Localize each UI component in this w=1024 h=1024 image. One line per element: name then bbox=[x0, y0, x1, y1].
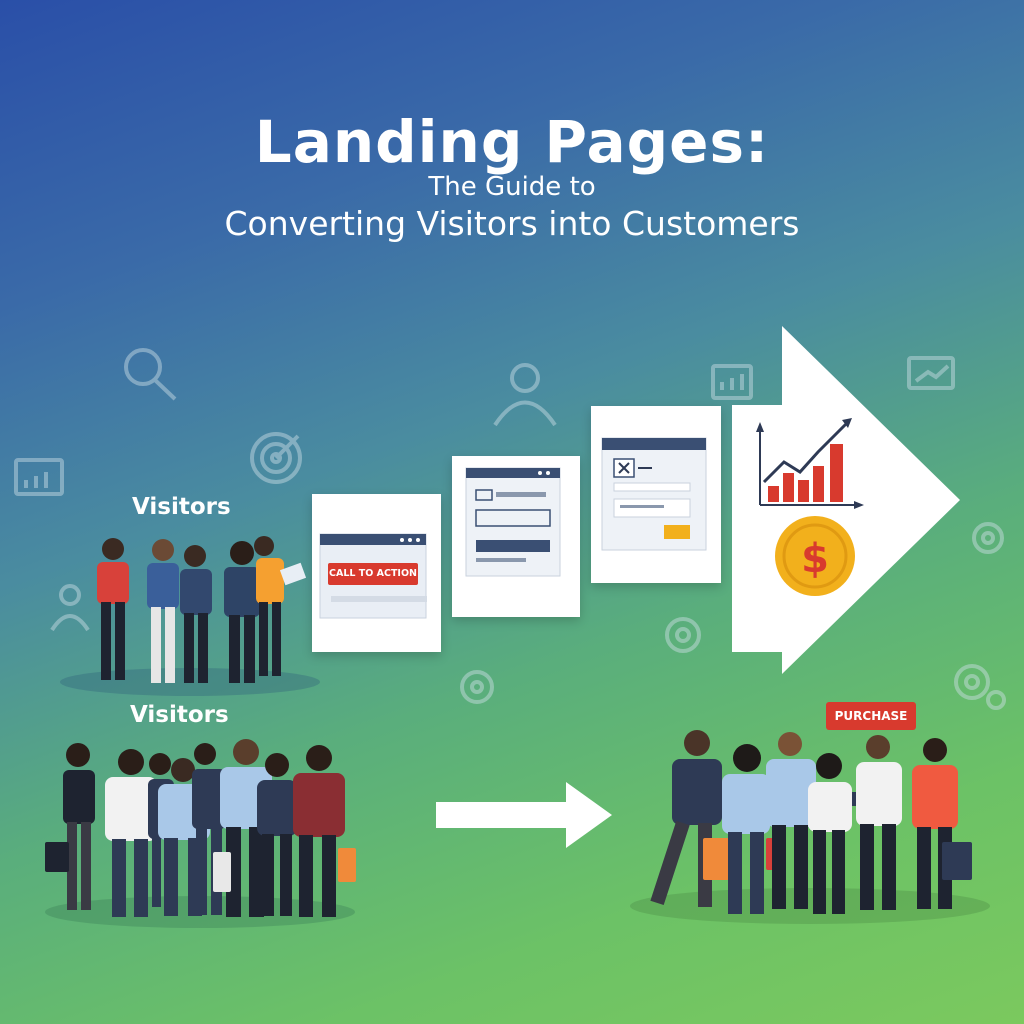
person bbox=[254, 536, 307, 676]
browser-window-2 bbox=[465, 467, 561, 577]
target-icon bbox=[250, 432, 302, 484]
small-arrow bbox=[436, 782, 612, 848]
dollar-sign: $ bbox=[801, 536, 829, 582]
visitors-label-bottom: Visitors bbox=[130, 702, 229, 728]
gear-icon-lower bbox=[460, 670, 494, 704]
subtitle-line-1: The Guide to bbox=[428, 172, 596, 202]
person bbox=[147, 539, 179, 683]
visitors-label-top: Visitors bbox=[132, 494, 231, 520]
visitors-group-top bbox=[97, 536, 307, 683]
customers-group bbox=[650, 730, 972, 914]
magnifier-icon bbox=[124, 348, 177, 401]
call-to-action-button[interactable]: CALL TO ACTION bbox=[328, 563, 418, 585]
users-icon-left bbox=[50, 584, 90, 632]
growth-chart-icon bbox=[756, 418, 864, 509]
person bbox=[105, 749, 157, 917]
gear-icon-right-lower bbox=[954, 664, 1006, 710]
person bbox=[224, 541, 260, 683]
page-title: Landing Pages: bbox=[254, 108, 770, 176]
analytics-icon bbox=[711, 364, 753, 400]
purchase-sign[interactable]: PURCHASE bbox=[826, 702, 916, 730]
users-group-icon bbox=[493, 363, 557, 427]
person bbox=[808, 753, 870, 914]
person bbox=[257, 753, 297, 916]
person bbox=[766, 732, 816, 909]
person bbox=[180, 545, 212, 683]
browser-window-3 bbox=[601, 437, 707, 551]
person bbox=[97, 538, 129, 680]
person bbox=[912, 738, 972, 909]
person bbox=[293, 745, 356, 917]
person bbox=[650, 730, 729, 907]
trend-chart-icon bbox=[907, 356, 955, 390]
subtitle-line-2: Converting Visitors into Customers bbox=[224, 204, 800, 243]
visitors-group-bottom bbox=[45, 739, 356, 917]
gear-icon-right bbox=[972, 522, 1004, 554]
bar-chart-small-icon bbox=[14, 458, 64, 496]
person bbox=[722, 744, 782, 914]
person bbox=[45, 743, 95, 910]
gear-icon-center bbox=[665, 617, 701, 653]
person bbox=[856, 735, 902, 910]
